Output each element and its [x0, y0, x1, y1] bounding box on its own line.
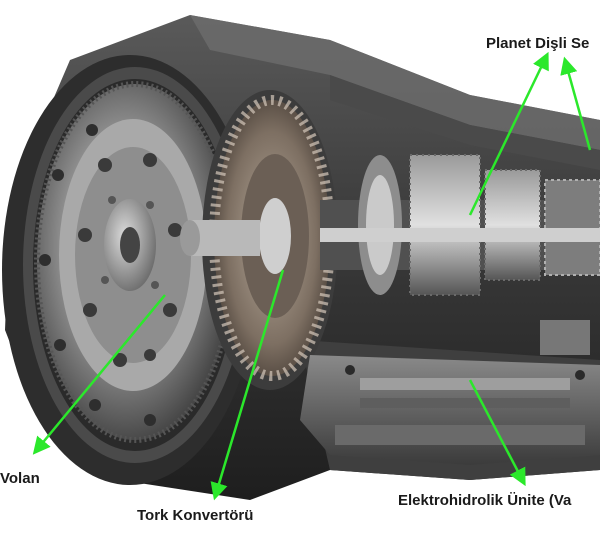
label-torque-converter: Tork Konvertörü [137, 507, 254, 524]
label-flywheel: Volan [0, 470, 40, 487]
gear-train [320, 154, 600, 296]
label-planet-gear: Planet Dişli Se [486, 35, 590, 52]
arrow-planet-2 [560, 56, 592, 151]
arrow-planet [468, 51, 549, 216]
flywheel [34, 81, 236, 443]
arrow-tork [210, 269, 285, 501]
arrow-elektro [468, 379, 526, 487]
callout-arrows [32, 51, 592, 501]
arrow-wolan [32, 294, 166, 455]
valve-body [300, 320, 600, 465]
label-electrohydraulic-unit: Elektrohidrolik Ünite (Va [398, 492, 572, 509]
torque-converter [180, 90, 338, 390]
